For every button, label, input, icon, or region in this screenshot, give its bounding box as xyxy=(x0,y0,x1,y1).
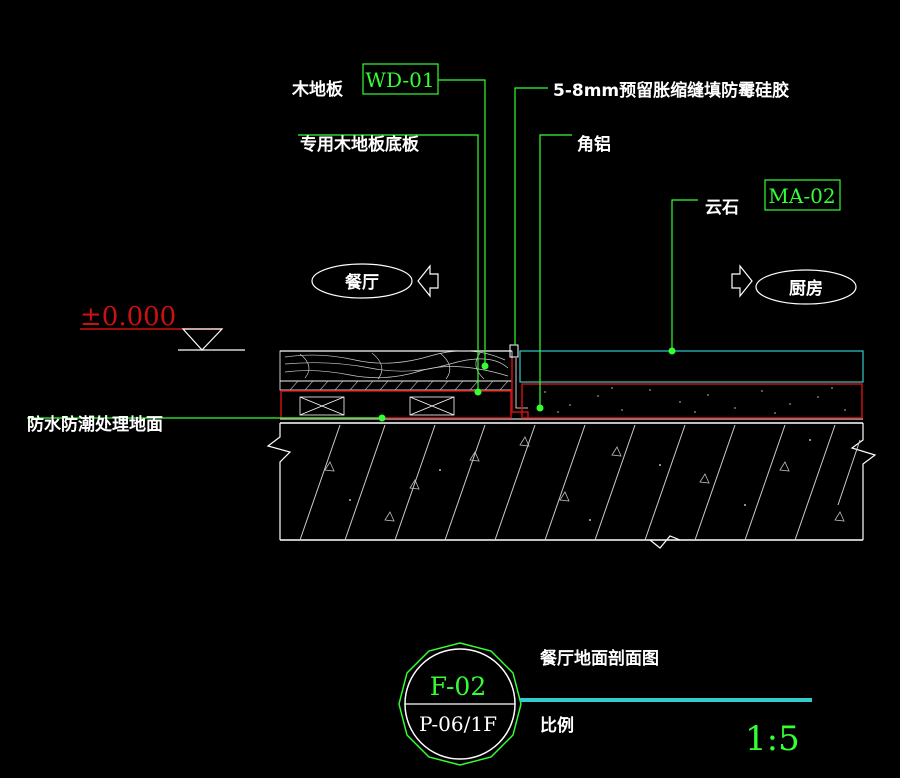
wood-floor-code: WD-01 xyxy=(365,68,434,92)
gap-label: 5-8mm预留胀缩缝填防霉硅胶 xyxy=(553,80,789,101)
drawing-title: 餐厅地面剖面图 xyxy=(540,648,659,669)
leader-lines xyxy=(27,79,698,419)
title-block: F-02 P-06/1F 餐厅地面剖面图 比例 1:5 xyxy=(398,642,812,766)
marble-code-box xyxy=(764,179,841,211)
kitchen-room-tag: 厨房 xyxy=(731,264,857,305)
level-text: ±0.000 xyxy=(80,302,176,332)
title-block-octagon xyxy=(398,642,522,766)
wood-floor-assembly xyxy=(279,350,513,419)
arrow-left-icon xyxy=(417,264,439,298)
level-mark: ±0.000 xyxy=(80,302,245,351)
drawing-number: F-02 xyxy=(430,672,486,701)
concrete-slab xyxy=(266,422,877,549)
arrow-right-icon xyxy=(731,264,753,298)
scale-label: 比例 xyxy=(540,715,574,736)
waterproof-label: 防水防潮处理地面 xyxy=(27,414,163,435)
marble-code: MA-02 xyxy=(768,184,835,208)
leader-dots xyxy=(378,347,676,422)
scale-value: 1:5 xyxy=(745,719,800,759)
wood-floor-code-box xyxy=(362,63,439,95)
wood-floor-label: 木地板 xyxy=(291,79,344,100)
wood-base-label: 专用木地板底板 xyxy=(300,134,420,155)
marble-label: 云石 xyxy=(705,198,739,218)
expansion-joint xyxy=(509,344,529,418)
marble-assembly xyxy=(519,350,864,419)
sheet-reference: P-06/1F xyxy=(419,712,497,736)
kitchen-label: 厨房 xyxy=(789,278,823,299)
angle-aluminum-label: 角铝 xyxy=(577,134,611,155)
dining-label: 餐厅 xyxy=(345,272,379,293)
dining-room-tag: 餐厅 xyxy=(311,263,439,299)
